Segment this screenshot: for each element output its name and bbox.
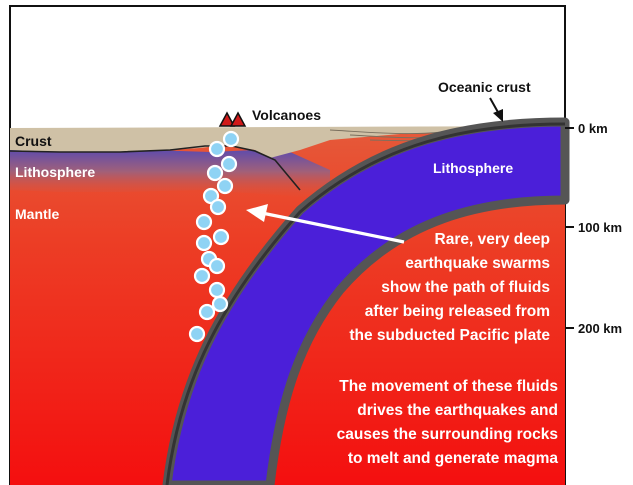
oceanic-crust-label: Oceanic crust: [438, 79, 531, 95]
depth-label-0: 0 km: [578, 121, 608, 136]
annotation-1-line: after being released from: [365, 303, 550, 320]
volcanoes-label: Volcanoes: [252, 107, 321, 123]
annotation-2-line: drives the earthquakes and: [357, 402, 558, 419]
lithosphere-right-label: Lithosphere: [433, 160, 513, 176]
earthquake-dot: [195, 269, 209, 283]
annotation-1-line: the subducted Pacific plate: [349, 327, 550, 344]
depth-label-200: 200 km: [578, 321, 622, 336]
earthquake-dot: [213, 297, 227, 311]
earthquake-dot: [224, 132, 238, 146]
earthquake-dot: [211, 200, 225, 214]
earthquake-dot: [197, 215, 211, 229]
earthquake-dot: [200, 305, 214, 319]
lithosphere-left-label: Lithosphere: [15, 164, 95, 180]
depth-label-100: 100 km: [578, 220, 622, 235]
earthquake-dot: [222, 157, 236, 171]
earthquake-dot: [210, 283, 224, 297]
annotation-1-line: show the path of fluids: [381, 279, 550, 296]
annotation-1-line: earthquake swarms: [405, 255, 550, 272]
annotation-1-line: Rare, very deep: [435, 231, 550, 248]
mantle-label: Mantle: [15, 206, 60, 222]
earthquake-dot: [197, 236, 211, 250]
earthquake-dot: [210, 142, 224, 156]
annotation-2-line: to melt and generate magma: [348, 450, 559, 467]
earthquake-dot: [218, 179, 232, 193]
earthquake-dot: [214, 230, 228, 244]
annotation-2-line: causes the surrounding rocks: [337, 426, 558, 443]
earthquake-dot: [210, 259, 224, 273]
earthquake-dot: [208, 166, 222, 180]
annotation-2-line: The movement of these fluids: [339, 378, 558, 395]
crust-label: Crust: [15, 133, 52, 149]
earthquake-dot: [190, 327, 204, 341]
